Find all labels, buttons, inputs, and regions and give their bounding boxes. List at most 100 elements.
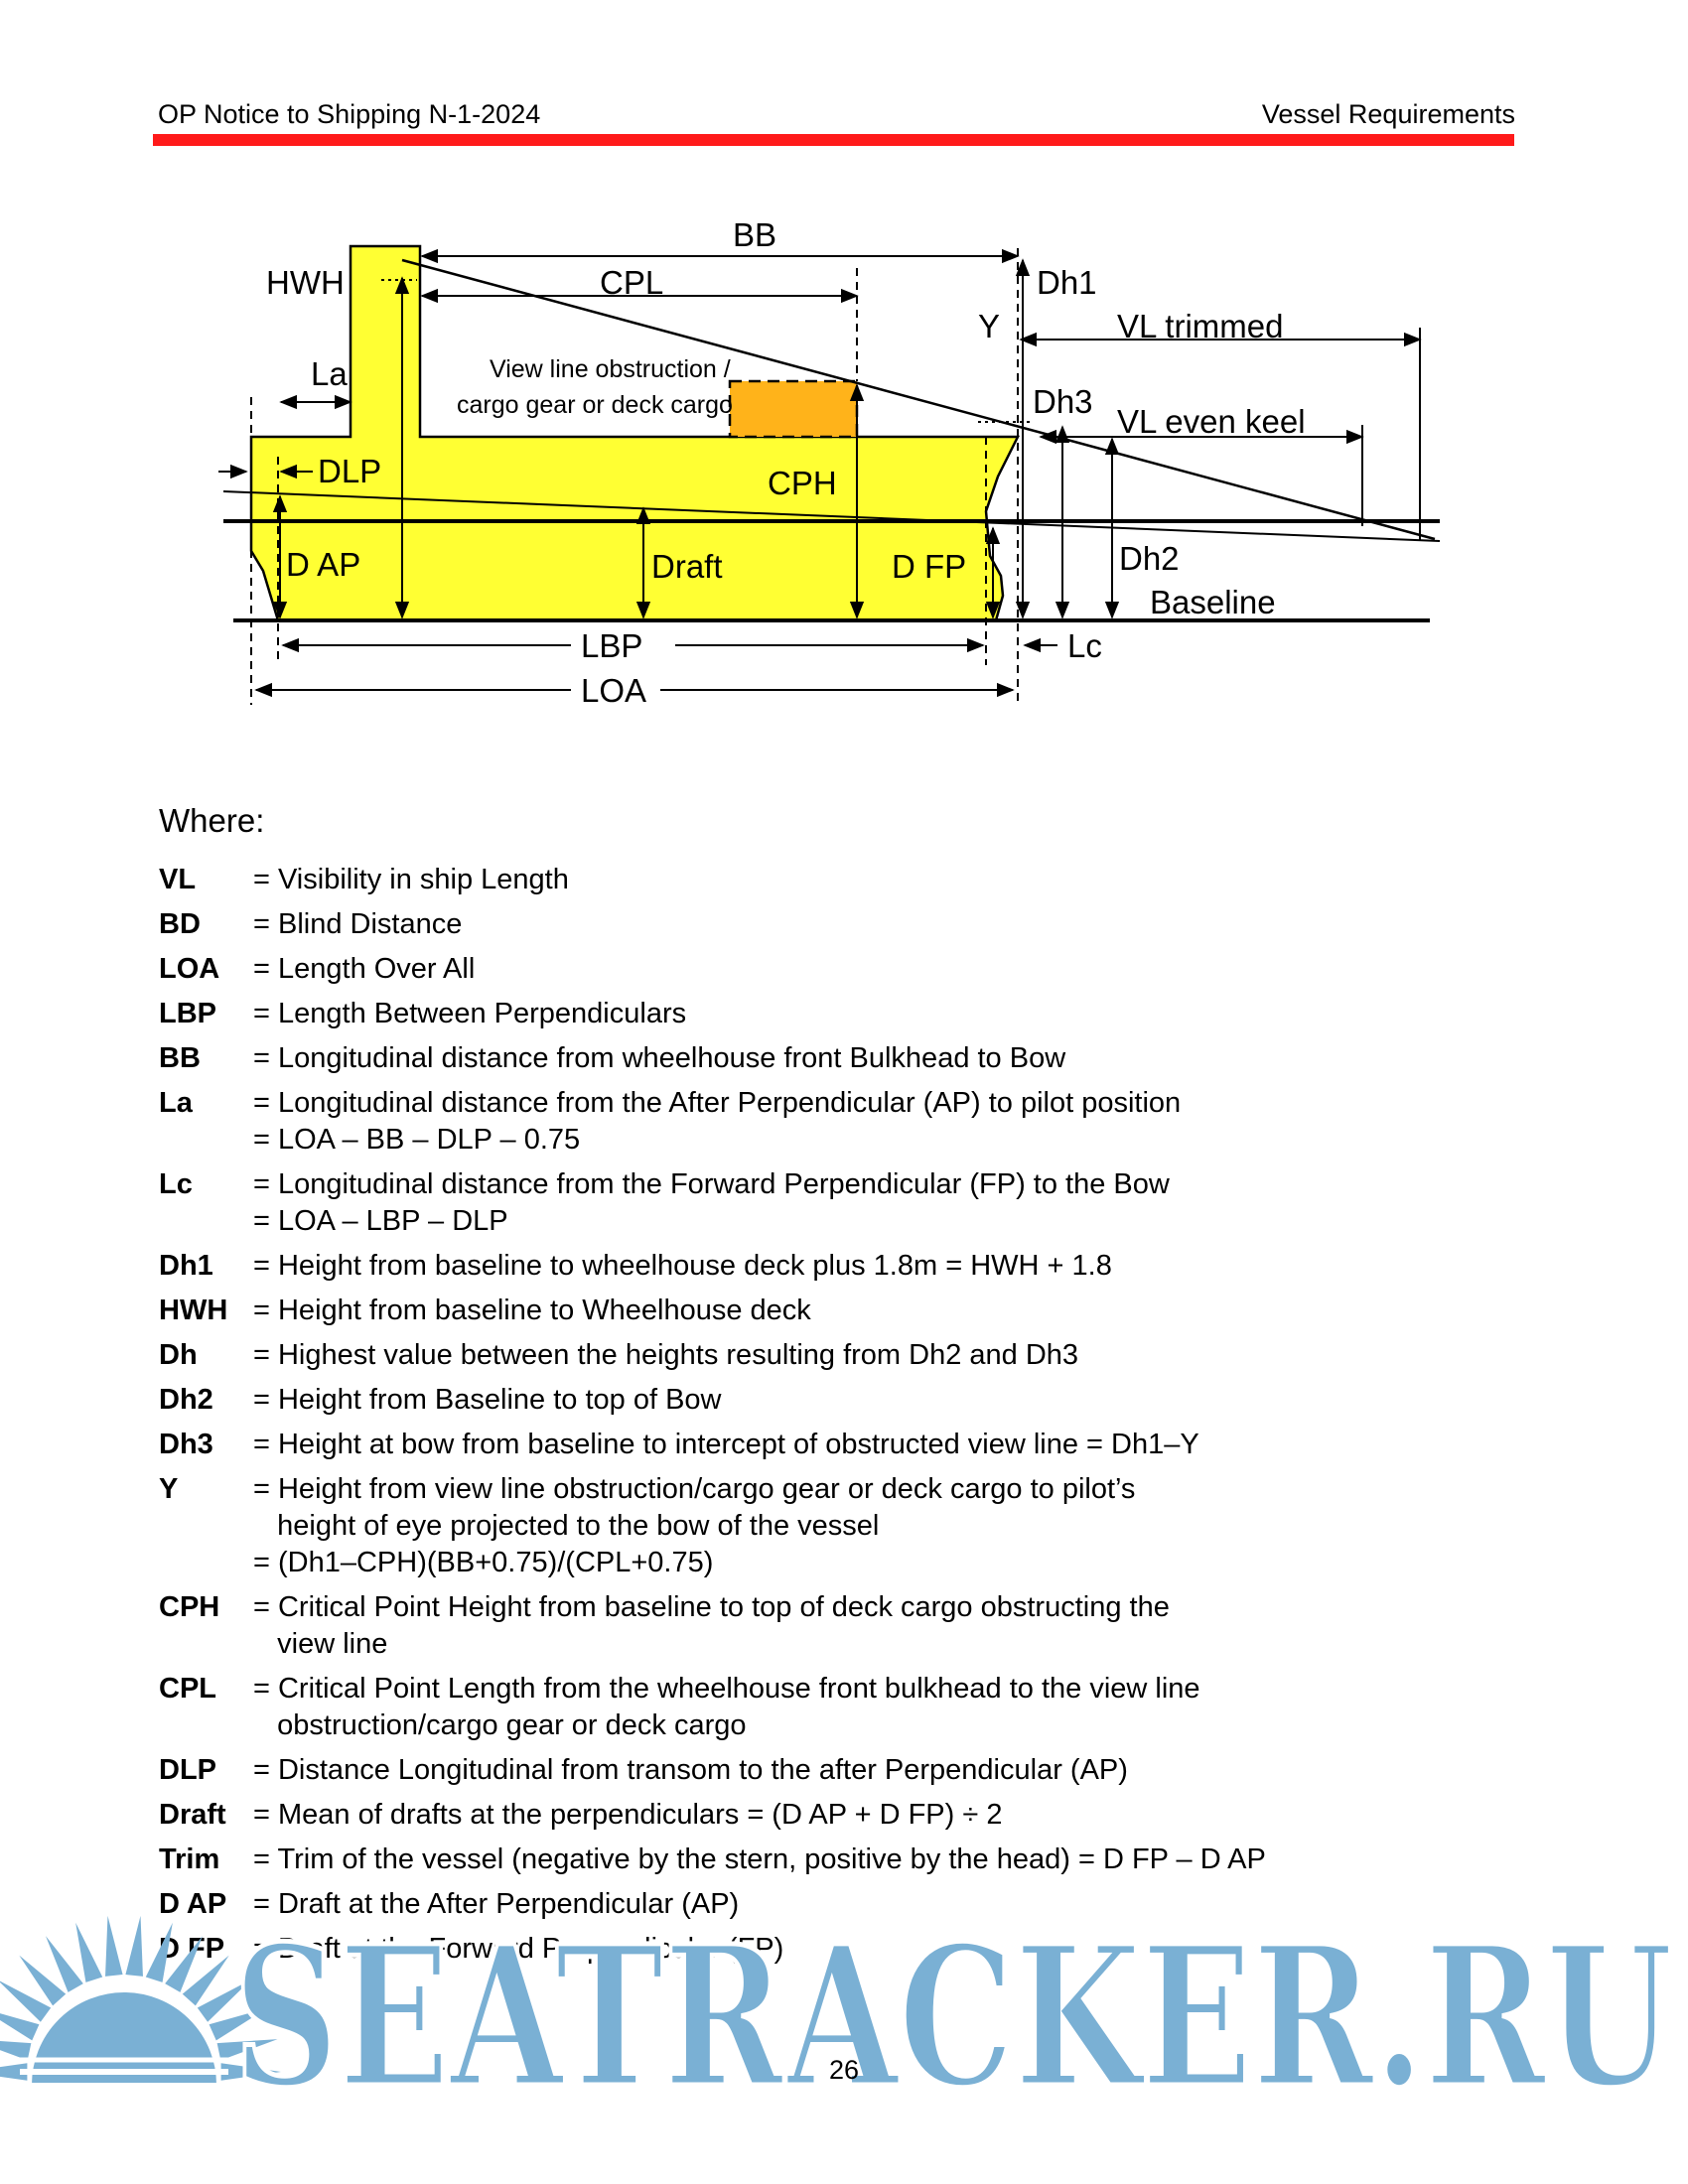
definition-line: = LOA – BB – DLP – 0.75 [253,1124,581,1156]
definition-row: LOA = Length Over All [159,951,1450,988]
definition-row: BD = Blind Distance [159,906,1450,943]
definition-row: Dh = Highest value between the heights re… [159,1337,1450,1374]
definition-line: = Height from baseline to wheelhouse dec… [253,1250,1112,1282]
label-dh3: Dh3 [1033,383,1093,420]
definition-description: = Longitudinal distance from the Forward… [253,1166,1450,1240]
definition-line: = Critical Point Length from the wheelho… [253,1673,1200,1705]
definition-row: D FP= Draft at the Forward Perpendicular… [159,1931,1450,1968]
label-vl-trimmed: VL trimmed [1117,308,1283,344]
definition-row: DLP = Distance Longitudinal from transom … [159,1752,1450,1789]
definition-term: HWH [159,1295,228,1326]
definition-term: Lc [159,1168,193,1200]
definition-term: Dh3 [159,1429,213,1460]
sun-ray [0,2063,28,2081]
definition-row: BB = Longitudinal distance from wheelhous… [159,1040,1450,1077]
sun-ray [165,1936,203,1992]
definition-description: = Longitudinal distance from wheelhouse … [253,1040,1450,1077]
definition-term: DLP [159,1754,216,1786]
definition-line: = Height from view line obstruction/carg… [253,1473,1136,1505]
deck-cargo-box [728,379,859,439]
label-draft: Draft [651,548,723,585]
definition-description: = Trim of the vessel (negative by the st… [253,1842,1450,1878]
label-vl-even-keel: VL even keel [1117,403,1306,440]
definition-description: = Longitudinal distance from the After P… [253,1085,1450,1159]
definition-term: LBP [159,998,216,1029]
definition-term: La [159,1087,193,1119]
definition-description: = Height at bow from baseline to interce… [253,1427,1450,1463]
label-lbp: LBP [581,627,642,664]
definition-description: = Height from Baseline to top of Bow [253,1382,1450,1419]
definition-row: Dh1= Height from baseline to wheelhouse … [159,1248,1450,1285]
sun-ray [145,1922,173,1982]
definition-description: = Draft at the After Perpendicular (AP) [253,1886,1450,1923]
definition-row: LBP = Length Between Perpendiculars [159,996,1450,1032]
vessel-visibility-diagram: BB HWH CPL Dh1 Y VL trimmed La View line… [218,216,1441,709]
definition-term: Dh [159,1339,198,1371]
definition-line: = Highest value between the heights resu… [253,1339,1079,1371]
definition-term: CPH [159,1591,220,1623]
definition-term: Trim [159,1843,220,1875]
sun-ray [209,2007,268,2041]
label-obstruction-2: cargo gear or deck cargo [457,391,733,419]
definition-description: = Critical Point Height from baseline to… [253,1589,1450,1663]
label-d-fp: D FP [892,548,966,585]
definition-row: Draft= Mean of drafts at the perpendicul… [159,1797,1450,1834]
definition-line: = Longitudinal distance from wheelhouse … [253,1042,1066,1074]
definition-term: Dh2 [159,1384,213,1416]
definition-term: BB [159,1042,201,1074]
definition-line: view line [253,1628,388,1660]
definition-description: = Height from baseline to Wheelhouse dec… [253,1293,1450,1329]
label-obstruction-1: View line obstruction / [490,355,731,383]
label-la: La [311,355,348,392]
definition-row: D AP = Draft at the After Perpendicular (… [159,1886,1450,1923]
definition-term: BD [159,908,201,940]
definition-line: = Mean of drafts at the perpendiculars =… [253,1799,1003,1831]
header-rule [153,134,1514,146]
definition-description: = Length Over All [253,951,1450,988]
definition-description: = Height from baseline to wheelhouse dec… [253,1248,1450,1285]
label-baseline: Baseline [1150,584,1276,620]
definition-term: CPL [159,1673,216,1705]
definition-row: Trim = Trim of the vessel (negative by th… [159,1842,1450,1878]
definition-line: = Height at bow from baseline to interce… [253,1429,1199,1460]
definition-description: = Critical Point Length from the wheelho… [253,1671,1450,1744]
definition-row: Lc = Longitudinal distance from the Forwa… [159,1166,1450,1240]
definition-row: HWH = Height from baseline to Wheelhouse … [159,1293,1450,1329]
label-hwh: HWH [266,264,345,301]
definition-line: = Height from baseline to Wheelhouse dec… [253,1295,811,1326]
definition-row: CPL = Critical Point Length from the whee… [159,1671,1450,1744]
sun-ray [220,2063,281,2081]
label-dh2: Dh2 [1119,540,1180,577]
label-dlp: DLP [318,453,381,489]
definition-term: LOA [159,953,220,985]
where-heading: Where: [159,802,265,839]
definition-line: = (Dh1–CPH)(BB+0.75)/(CPL+0.75) [253,1547,714,1578]
definition-description: = Visibility in ship Length [253,862,1450,898]
watermark-text: SEATRACKER.RU [233,1903,1673,2130]
sun-ray [75,1922,103,1982]
definition-line: = Longitudinal distance from the After P… [253,1087,1182,1119]
definition-line: height of eye projected to the bow of th… [253,1510,880,1542]
definition-row: Dh2 = Height from Baseline to top of Bow [159,1382,1450,1419]
sun-ray [197,1979,251,2022]
definition-description: = Blind Distance [253,906,1450,943]
definition-line: = Length Over All [253,953,476,985]
view-line [401,258,1436,541]
sun-ray [216,2039,278,2061]
definition-row: Y= Height from view line obstruction/car… [159,1471,1450,1581]
sun-ray [125,1915,143,1977]
definition-description: = Mean of drafts at the perpendiculars =… [253,1797,1450,1834]
definition-description: = Distance Longitudinal from transom to … [253,1752,1450,1789]
definition-line: = Trim of the vessel (negative by the st… [253,1843,1266,1875]
definition-row: VL= Visibility in ship Length [159,862,1450,898]
definition-line: = Length Between Perpendiculars [253,998,687,1029]
definition-term: D AP [159,1888,227,1920]
sun-logo-icon [0,1915,281,2087]
sun-ray [19,1955,67,2006]
header-section: Vessel Requirements [1261,99,1515,129]
definition-line: = Height from Baseline to top of Bow [253,1384,722,1416]
definition-row: Dh3 = Height at bow from baseline to inte… [159,1427,1450,1463]
sun-ray [46,1936,83,1992]
definition-description: = Length Between Perpendiculars [253,996,1450,1032]
